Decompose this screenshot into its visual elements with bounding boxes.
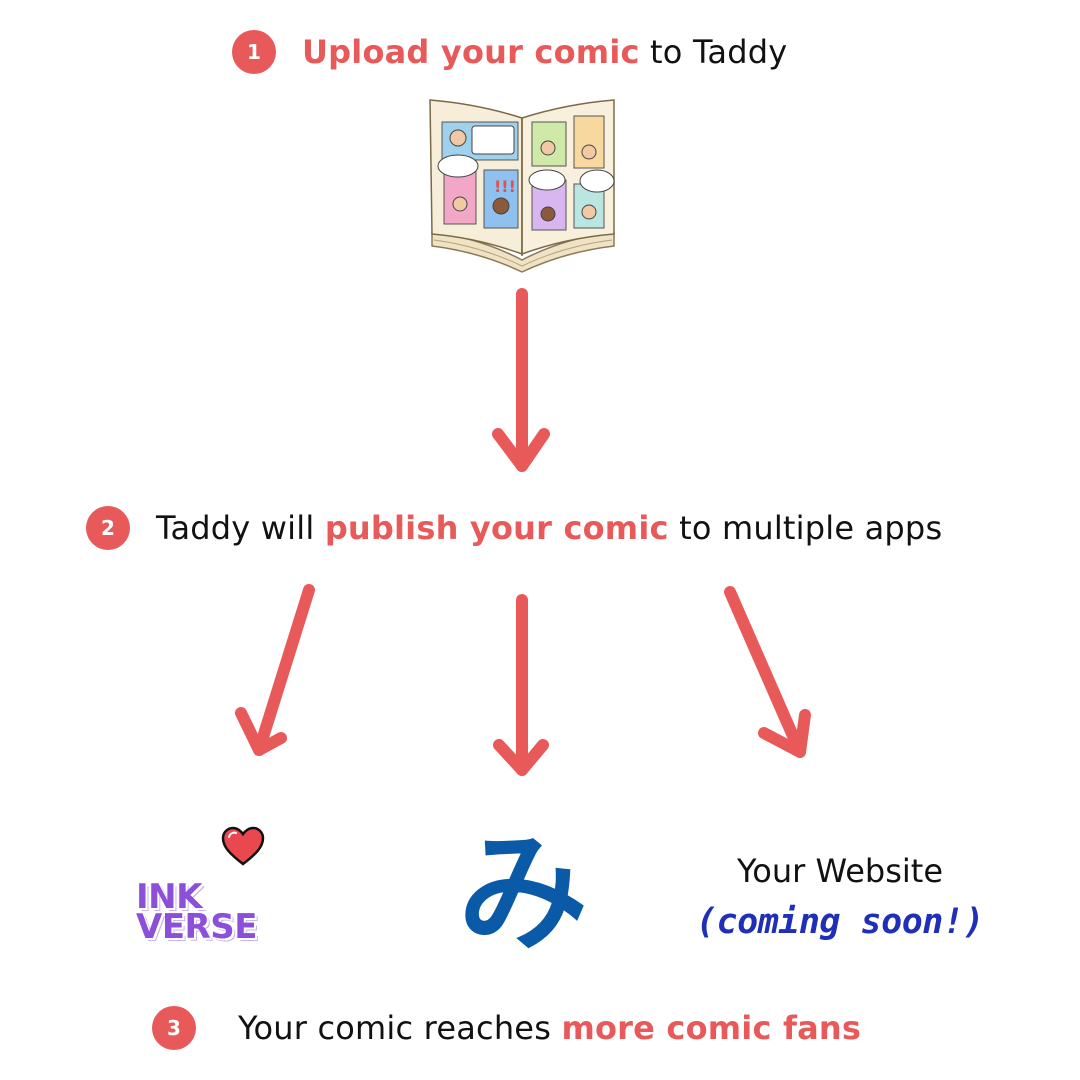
- step-3-text: Your comic reaches more comic fans: [238, 1009, 861, 1047]
- step-1: 1 Upload your comic to Taddy: [232, 30, 787, 74]
- step-3: 3 Your comic reaches more comic fans: [152, 1006, 861, 1050]
- step-1-badge: 1: [232, 30, 276, 74]
- step-2-rest: to multiple apps: [668, 509, 943, 547]
- step-1-rest: to Taddy: [639, 33, 788, 71]
- step-1-text: Upload your comic to Taddy: [302, 33, 787, 71]
- arrow-to-website: [724, 586, 811, 758]
- mi-app-logo: み: [457, 817, 588, 969]
- svg-text:!!!: !!!: [494, 177, 516, 196]
- step-2-lead: Taddy will: [156, 509, 325, 547]
- arrow-down-main: [492, 288, 550, 472]
- step-3-badge: 3: [152, 1006, 196, 1050]
- step-1-highlight: Upload your comic: [302, 33, 640, 71]
- arrow-to-mi-app: [493, 594, 549, 776]
- website-name: Your Website: [736, 852, 944, 890]
- inkverse-logo: INK VERSE: [130, 822, 280, 952]
- step-3-lead: Your comic reaches: [238, 1009, 562, 1047]
- step-2-highlight: publish your comic: [324, 509, 669, 547]
- step-2: 2 Taddy will publish your comic to multi…: [86, 506, 942, 550]
- arrow-to-inkverse: [235, 584, 315, 756]
- website-target: Your Website (coming soon!): [690, 852, 990, 942]
- inkverse-wordmark: INK VERSE: [136, 877, 257, 947]
- step-3-highlight: more comic fans: [561, 1009, 862, 1047]
- heart-icon: [221, 826, 265, 866]
- step-2-badge: 2: [86, 506, 130, 550]
- coming-soon-note: (coming soon!): [695, 902, 985, 942]
- inkverse-line-2: VERSE: [136, 907, 257, 947]
- inkverse-line-1: INK: [136, 877, 202, 917]
- step-2-text: Taddy will publish your comic to multipl…: [156, 509, 942, 547]
